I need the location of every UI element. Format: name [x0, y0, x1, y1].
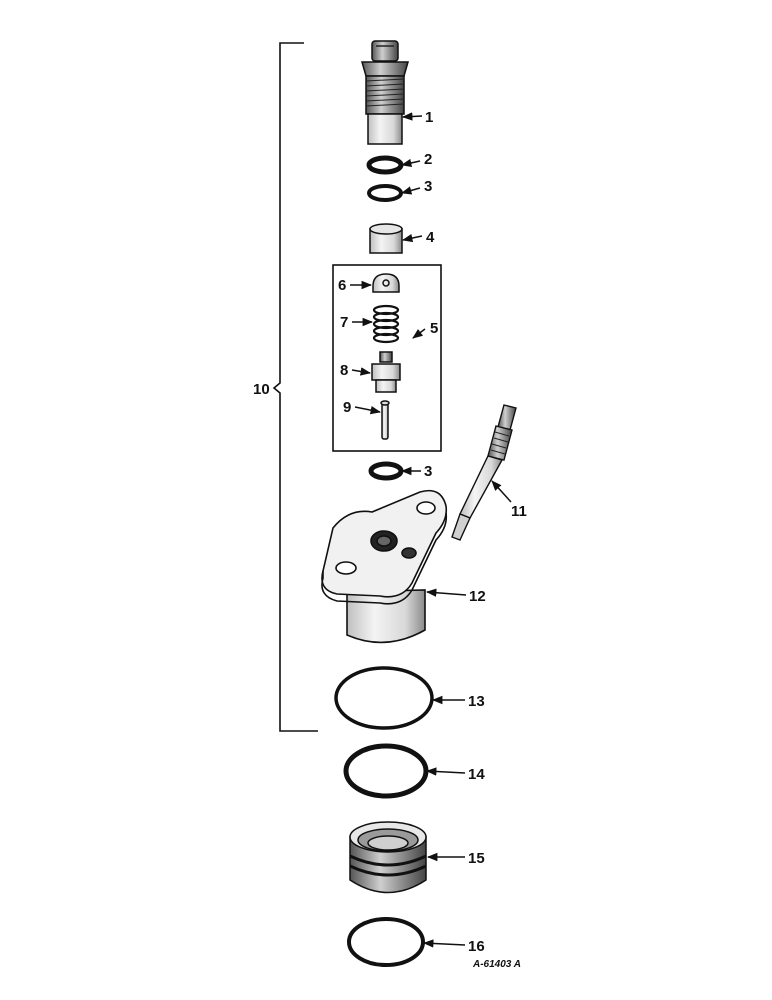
part-4-sleeve	[369, 223, 403, 254]
part-8-valve-body	[371, 351, 401, 393]
part-12-flanged-body	[321, 489, 448, 644]
part-11-glow-plug	[451, 404, 517, 541]
callout-14: 14	[468, 766, 485, 783]
callout-12: 12	[469, 588, 486, 605]
assembly-bracket	[272, 42, 318, 732]
part-2-washer	[366, 155, 404, 175]
part-15-grooved-cup	[349, 821, 427, 894]
part-14-ring	[343, 743, 429, 799]
callout-4: 4	[426, 229, 435, 246]
part-16-ring	[347, 917, 425, 967]
callout-15: 15	[468, 850, 485, 867]
callout-6: 6	[338, 277, 346, 294]
callout-3-upper: 3	[424, 178, 432, 195]
part-5-kit-box	[332, 264, 442, 452]
part-6-valve-cap	[372, 273, 400, 293]
drawing-reference: A-61403 A	[472, 959, 521, 970]
callout-9: 9	[343, 399, 351, 416]
part-3-washer-lower	[368, 461, 404, 481]
callout-1: 1	[425, 109, 433, 126]
part-1-nozzle-fitting	[361, 40, 409, 145]
callout-13: 13	[468, 693, 485, 710]
part-7-spring	[372, 304, 400, 344]
callout-11: 11	[511, 503, 527, 520]
callout-2: 2	[424, 151, 432, 168]
part-13-o-ring	[334, 666, 434, 730]
callout-16: 16	[468, 938, 485, 955]
callout-5: 5	[430, 320, 438, 337]
part-9-pin	[380, 400, 390, 440]
callout-3-lower: 3	[424, 463, 432, 480]
part-3-washer-upper	[367, 184, 403, 202]
callout-8: 8	[340, 362, 348, 379]
leader-lines	[350, 112, 512, 948]
callout-10: 10	[253, 381, 270, 398]
callout-7: 7	[340, 314, 348, 331]
